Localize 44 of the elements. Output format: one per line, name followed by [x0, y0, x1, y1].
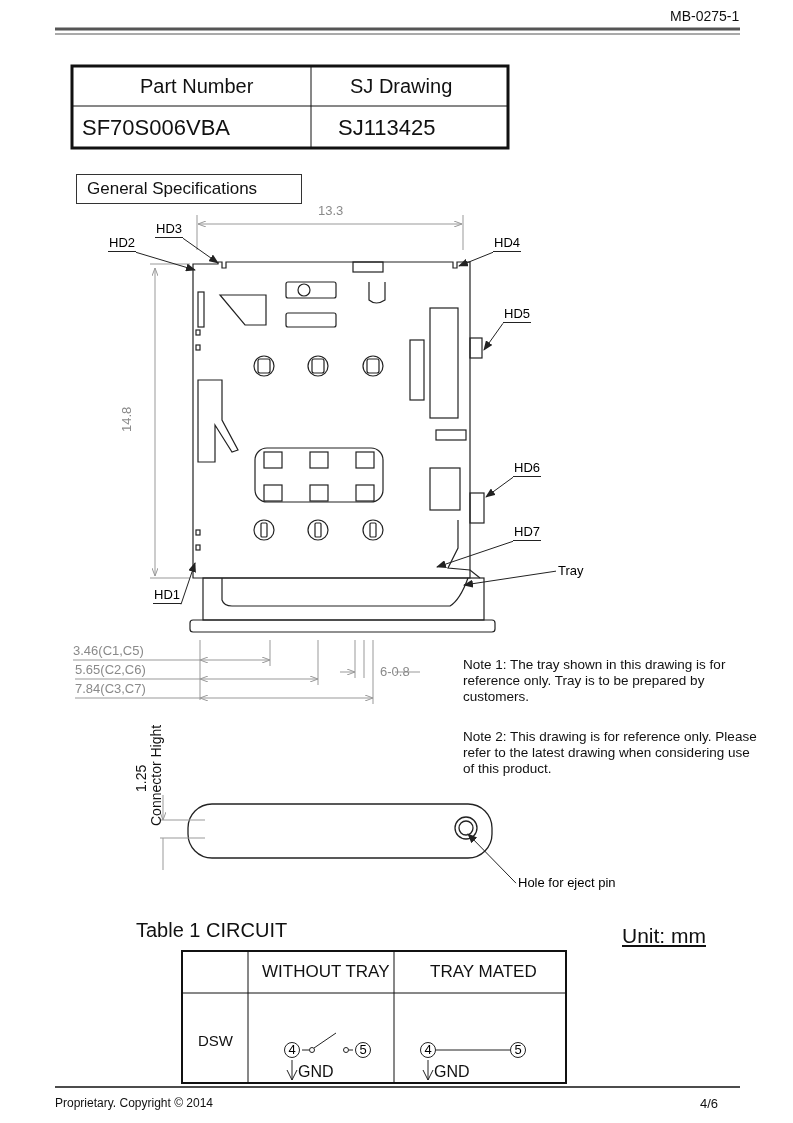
column-header: WITHOUT TRAY [262, 962, 390, 983]
connection-line [435, 1049, 511, 1051]
note-text: Note 2: This drawing is for reference only. Please refer to the latest drawing when considering use of this product. [463, 729, 758, 778]
dimension-value: 5.65(C2,C6) [75, 662, 146, 678]
callout-label: Hole for eject pin [518, 876, 616, 891]
dimension-value: 14.8 [119, 406, 135, 432]
callout-label: HD5 [503, 307, 531, 324]
section-heading: General Specifications [76, 174, 302, 205]
drawing-number: SJ113425 [338, 115, 436, 142]
callout-label: HD4 [493, 236, 521, 253]
unit-note: Unit: mm [622, 923, 706, 949]
page-number: 4/6 [700, 1096, 719, 1112]
document-number: MB-0275-1 [670, 8, 740, 25]
ground-label: GND [298, 1062, 334, 1082]
leader-line [180, 562, 196, 605]
callout-label: HD2 [108, 236, 136, 253]
callout-label: HD6 [513, 461, 541, 478]
dimension-value: 1.25 [133, 764, 150, 792]
table-title: Table 1 CIRCUIT [136, 918, 288, 942]
leader-line [483, 322, 504, 351]
column-header: Part Number [140, 74, 254, 98]
dimension-value: 3.46(C1,C5) [73, 643, 144, 659]
callout-label: HD1 [153, 588, 181, 605]
note-text: Note 1: The tray shown in this drawing is for reference only. Tray is to be prepared by customers. [463, 657, 727, 706]
leader-line [485, 476, 514, 498]
callout-label: HD7 [513, 525, 541, 542]
leader-line [135, 251, 196, 272]
dimension-value: 7.84(C3,C7) [75, 681, 146, 697]
leader-line [463, 570, 557, 588]
dimension-value: 13.3 [318, 203, 344, 219]
column-header: SJ Drawing [350, 74, 453, 98]
leader-line [458, 251, 494, 267]
row-header: DSW [198, 1032, 233, 1050]
leader-line [467, 833, 517, 884]
ground-label: GND [434, 1062, 470, 1082]
column-header: TRAY MATED [430, 962, 537, 983]
callout-label: Tray [558, 564, 584, 579]
callout-label: HD3 [155, 222, 183, 239]
part-number: SF70S006VBA [82, 115, 230, 142]
dimension-value: 6-0.8 [380, 664, 410, 680]
leader-line [436, 540, 514, 568]
dimension-label: Connector Hight [148, 724, 165, 826]
leader-line [182, 237, 219, 264]
copyright-footer: Proprietary. Copyright © 2014 [55, 1096, 214, 1111]
